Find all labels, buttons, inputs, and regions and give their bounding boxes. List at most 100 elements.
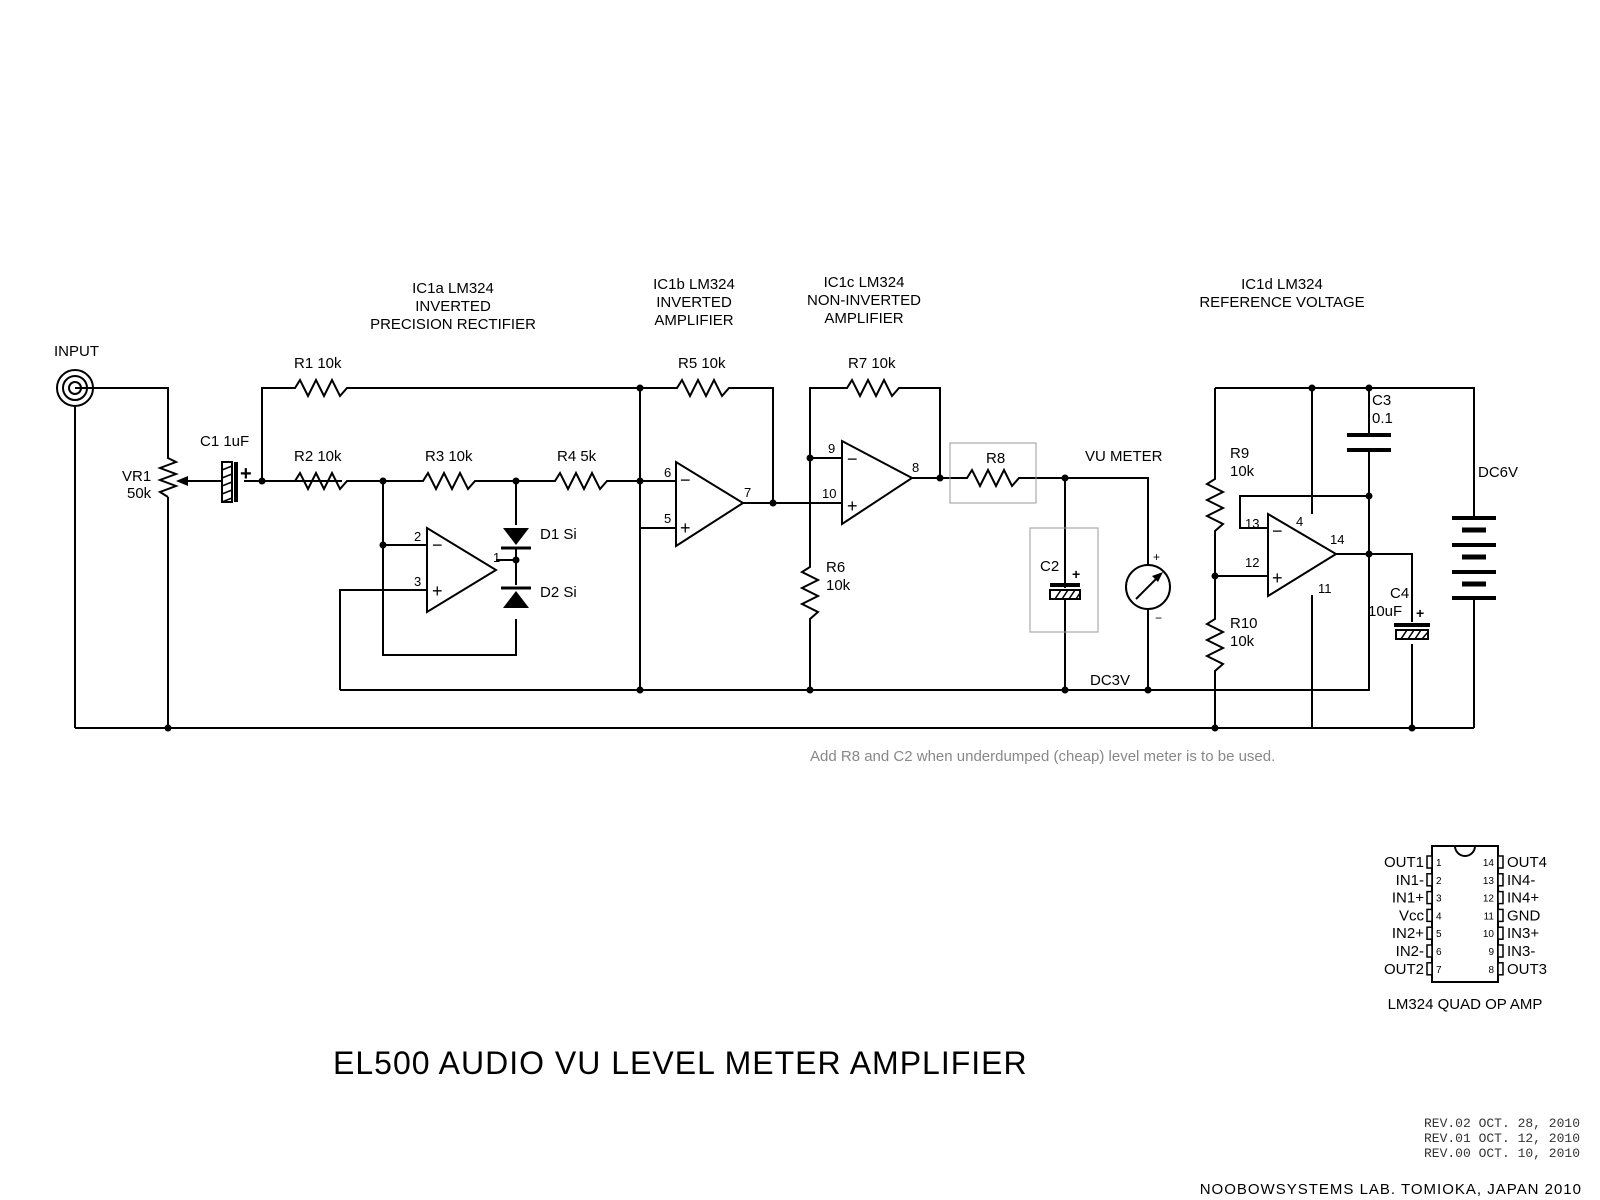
ic1c-pin-inv: 9 <box>828 441 835 456</box>
pinout-pin-name: IN1- <box>1396 872 1424 889</box>
ic1d-heading: IC1d LM324 REFERENCE VOLTAGE <box>1199 276 1364 311</box>
ic1b-pin-noninv: 5 <box>664 511 671 526</box>
junctions <box>164 384 1416 732</box>
ic1a-plus: + <box>432 581 443 601</box>
c2-capacitor: + <box>1029 527 1099 633</box>
c4-value: 10uF <box>1368 603 1402 620</box>
ic1a-pin-noninv: 3 <box>414 574 421 589</box>
revision-line: REV.01 OCT. 12, 2010 <box>1424 1131 1580 1146</box>
pinout-pin-number: 12 <box>1483 894 1495 905</box>
pinout-pin-stub <box>1426 962 1433 976</box>
r10-value: 10k <box>1230 633 1255 650</box>
c4-label: C4 <box>1390 585 1409 602</box>
pinout-pin-number: 8 <box>1488 965 1494 976</box>
ic1a-heading-line2: INVERTED <box>415 298 491 315</box>
pinout-pin-stub <box>1426 873 1433 887</box>
pinout-pin-number: 6 <box>1436 947 1442 958</box>
r5-resistor <box>672 377 734 399</box>
pinout-pin-number: 1 <box>1436 858 1442 869</box>
r7-resistor <box>842 377 904 399</box>
pinout-pin-stub <box>1426 926 1433 940</box>
r8-label: R8 <box>986 450 1005 467</box>
d1-label: D1 Si <box>540 526 577 543</box>
ic1c-pin-out: 8 <box>912 460 919 475</box>
d2-label: D2 Si <box>540 584 577 601</box>
pinout-pin-name: OUT1 <box>1384 854 1424 871</box>
dc6v-battery <box>1452 516 1496 600</box>
r9-label: R9 <box>1230 445 1249 462</box>
c3-value: 0.1 <box>1372 410 1393 427</box>
r6-resistor <box>799 562 821 624</box>
r5-label: R5 10k <box>678 355 726 372</box>
ic1a-minus: − <box>432 535 443 555</box>
ic1c-opamp: − + <box>841 439 914 526</box>
ic1a-heading: IC1a LM324 INVERTED PRECISION RECTIFIER <box>370 280 536 333</box>
r6-value: 10k <box>826 577 851 594</box>
r6-label: R6 <box>826 559 845 576</box>
r3-resistor <box>418 470 480 492</box>
c4-plus-sign: + <box>1416 605 1424 621</box>
pinout-pin-name: IN1+ <box>1392 890 1424 907</box>
pinout-pin-stub <box>1497 908 1504 923</box>
pinout-pin-stub <box>1497 944 1504 958</box>
ic1d-heading-line2: REFERENCE VOLTAGE <box>1199 294 1364 311</box>
revision-line: REV.02 OCT. 28, 2010 <box>1424 1116 1580 1131</box>
d1-diode <box>501 528 531 550</box>
pinout-pin-number: 13 <box>1483 876 1495 887</box>
pinout-pin-name: OUT4 <box>1507 854 1547 871</box>
pinout-caption: LM324 QUAD OP AMP <box>1388 996 1543 1013</box>
dc3v-label: DC3V <box>1090 672 1130 689</box>
ic1d-pin-out: 14 <box>1330 532 1344 547</box>
credit-line: NOOBOWSYSTEMS LAB. TOMIOKA, JAPAN 2010 <box>1200 1181 1582 1198</box>
c3-label: C3 <box>1372 392 1391 409</box>
pinout-pin-number: 5 <box>1436 929 1442 940</box>
ic1a-pin-out: 1 <box>493 550 500 565</box>
pinout-pin-stub <box>1497 855 1504 869</box>
ic1d-pin-noninv: 12 <box>1245 555 1259 570</box>
ic1c-pin-noninv: 10 <box>822 486 836 501</box>
ic1c-heading-line3: AMPLIFIER <box>824 310 903 327</box>
r9-resistor <box>1204 474 1226 536</box>
c4-capacitor: + <box>1394 605 1430 640</box>
r2-label: R2 10k <box>294 448 342 465</box>
r4-resistor <box>550 470 612 492</box>
pinout-pin-stub <box>1426 890 1433 905</box>
pinout-pin-name: GND <box>1507 907 1541 924</box>
c1-label: C1 1uF <box>200 433 249 450</box>
ic1a-pin-inv: 2 <box>414 529 421 544</box>
input-jack <box>56 369 94 407</box>
ic1d-minus: − <box>1272 521 1283 541</box>
c1-plus-sign: + <box>240 463 252 485</box>
r3-label: R3 10k <box>425 448 473 465</box>
pinout-pin-stub <box>1497 873 1504 887</box>
ic1d-pin-vcc: 4 <box>1296 514 1303 529</box>
pinout-pin-stub <box>1426 944 1433 958</box>
ic1c-heading: IC1c LM324 NON-INVERTED AMPLIFIER <box>807 274 921 327</box>
c1-capacitor: + <box>221 461 252 503</box>
pinout-pin-name: Vcc <box>1399 907 1425 924</box>
pinout-pin-name: OUT2 <box>1384 961 1424 978</box>
pinout-pin-name: IN2- <box>1396 943 1424 960</box>
pinout-pin-number: 7 <box>1436 965 1442 976</box>
vu-meter: + − <box>1125 550 1171 625</box>
pinout-pin-stub <box>1497 890 1504 905</box>
pinout-pin-name: IN3- <box>1507 943 1535 960</box>
pinout-pin-number: 10 <box>1483 929 1495 940</box>
ic1d-pin-gnd: 11 <box>1318 581 1332 596</box>
c2-label: C2 <box>1040 558 1059 575</box>
ic1c-heading-line1: IC1c LM324 <box>824 274 905 291</box>
ic1b-heading-line2: INVERTED <box>656 294 732 311</box>
ic1d-pin-inv: 13 <box>1245 516 1259 531</box>
pinout-pin-stub <box>1426 855 1433 869</box>
usage-note: Add R8 and C2 when underdumped (cheap) l… <box>810 748 1275 765</box>
vu-minus-sign: − <box>1155 611 1162 625</box>
ic1b-minus: − <box>680 470 691 490</box>
pinout-pin-number: 3 <box>1436 894 1442 905</box>
schematic-title: EL500 AUDIO VU LEVEL METER AMPLIFIER <box>333 1045 1028 1081</box>
ic1b-heading: IC1b LM324 INVERTED AMPLIFIER <box>653 276 735 329</box>
ic1c-minus: − <box>847 449 858 469</box>
r2-resistor <box>290 470 352 492</box>
r8-resistor <box>949 442 1037 504</box>
